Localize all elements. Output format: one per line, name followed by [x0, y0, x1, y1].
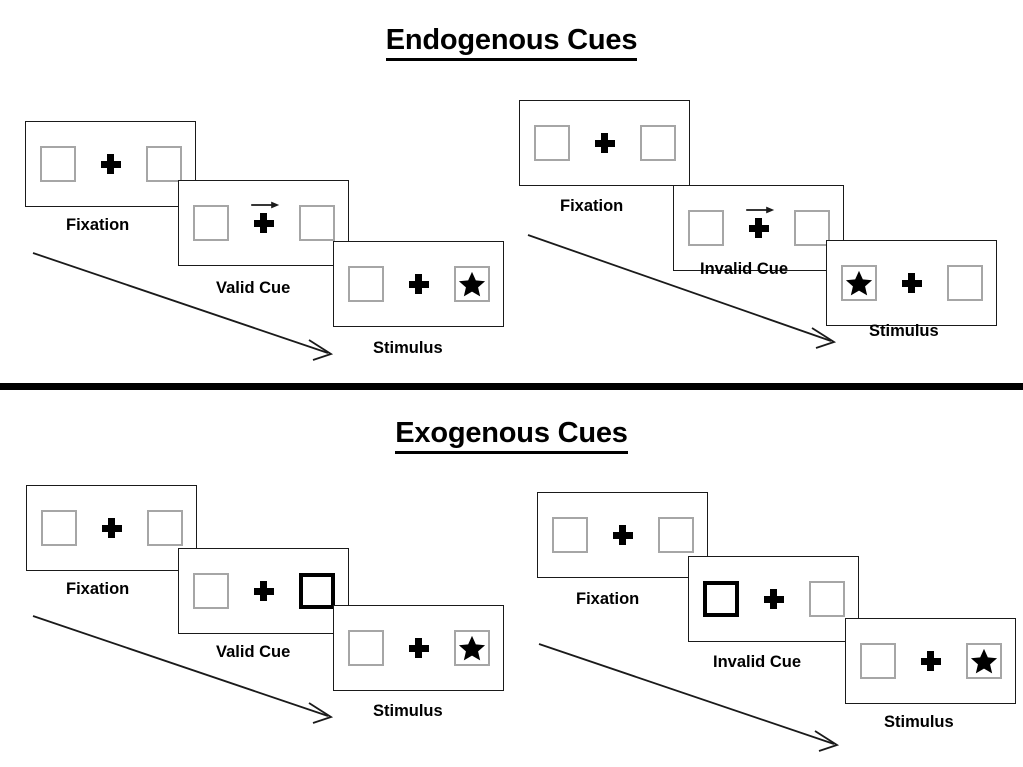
trial-frame-valid-cue — [178, 548, 349, 634]
placeholder-box-right — [657, 517, 694, 553]
frame-caption-fixation: Fixation — [560, 197, 624, 215]
fixation-cross-icon — [408, 638, 429, 658]
fixation-cross-wrap — [250, 201, 279, 243]
arrow-cue-right-icon — [745, 206, 774, 214]
placeholder-box-left — [192, 573, 229, 609]
fixation-cross-wrap — [99, 508, 125, 548]
frame-caption-stimulus: Stimulus — [884, 713, 954, 731]
fixation-cross-icon — [763, 589, 784, 609]
frame-caption-invalid-cue: Invalid Cue — [713, 653, 802, 671]
fixation-cross-icon — [920, 651, 941, 671]
cued-box-right — [298, 573, 335, 609]
fixation-cross-wrap — [406, 628, 432, 668]
placeholder-box-right — [793, 210, 830, 246]
trial-frame-stimulus — [845, 618, 1016, 704]
placeholder-box-right — [946, 265, 983, 301]
fixation-cross-icon — [253, 213, 274, 233]
section-title-endogenous: Endogenous Cues — [0, 24, 1023, 61]
placeholder-box-right — [808, 581, 845, 617]
placeholder-box-left — [40, 510, 77, 546]
frame-caption-stimulus: Stimulus — [373, 339, 443, 357]
placeholder-box-right — [298, 205, 335, 241]
placeholder-box-right — [146, 510, 183, 546]
trial-frame-stimulus — [333, 605, 504, 691]
fixation-cross-icon — [612, 525, 633, 545]
time-arrow-exogenous-right — [538, 643, 840, 752]
frame-caption-valid-cue: Valid Cue — [216, 279, 291, 297]
section-title-exogenous: Exogenous Cues — [0, 417, 1023, 454]
placeholder-box-right — [453, 266, 490, 302]
star-target-icon — [970, 648, 997, 674]
trial-frame-fixation — [26, 485, 197, 571]
frame-caption-stimulus: Stimulus — [869, 322, 939, 340]
fixation-cross-wrap — [918, 641, 944, 681]
section-divider — [0, 383, 1023, 390]
trial-frame-stimulus — [826, 240, 997, 326]
fixation-cross-wrap — [592, 123, 618, 163]
trial-frame-fixation — [537, 492, 708, 578]
frame-caption-valid-cue: Valid Cue — [216, 643, 291, 661]
frame-caption-fixation: Fixation — [576, 590, 640, 608]
fixation-cross-icon — [901, 273, 922, 293]
fixation-cross-wrap — [745, 206, 774, 248]
trial-frame-invalid-cue — [673, 185, 844, 271]
fixation-cross-icon — [253, 581, 274, 601]
trial-frame-fixation — [519, 100, 690, 186]
placeholder-box-right — [145, 146, 182, 182]
star-target-icon — [458, 271, 485, 297]
placeholder-box-left — [39, 146, 76, 182]
trial-frame-stimulus — [333, 241, 504, 327]
star-target-icon — [845, 270, 872, 296]
fixation-cross-wrap — [406, 264, 432, 304]
placeholder-box-right — [639, 125, 676, 161]
trial-frame-valid-cue — [178, 180, 349, 266]
fixation-cross-wrap — [251, 571, 277, 611]
cued-box-left — [702, 581, 739, 617]
frame-caption-fixation: Fixation — [66, 216, 130, 234]
section-title-exogenous-text: Exogenous Cues — [395, 417, 628, 454]
fixation-cross-wrap — [98, 144, 124, 184]
placeholder-box-left — [859, 643, 896, 679]
placeholder-box-left — [687, 210, 724, 246]
fixation-cross-icon — [408, 274, 429, 294]
section-title-endogenous-text: Endogenous Cues — [385, 24, 637, 61]
placeholder-box-left — [347, 266, 384, 302]
frame-caption-stimulus: Stimulus — [373, 702, 443, 720]
placeholder-box-left — [192, 205, 229, 241]
fixation-cross-wrap — [899, 263, 925, 303]
placeholder-box-right — [453, 630, 490, 666]
fixation-cross-icon — [100, 154, 121, 174]
placeholder-box-left — [347, 630, 384, 666]
star-target-icon — [458, 635, 485, 661]
placeholder-box-left — [551, 517, 588, 553]
fixation-cross-icon — [748, 218, 769, 238]
fixation-cross-icon — [101, 518, 122, 538]
arrow-cue-right-icon — [250, 201, 279, 209]
fixation-cross-wrap — [761, 579, 787, 619]
frame-caption-invalid-cue: Invalid Cue — [700, 260, 789, 278]
fixation-cross-wrap — [610, 515, 636, 555]
placeholder-box-left — [533, 125, 570, 161]
trial-frame-fixation — [25, 121, 196, 207]
fixation-cross-icon — [594, 133, 615, 153]
placeholder-box-left — [840, 265, 877, 301]
placeholder-box-right — [965, 643, 1002, 679]
trial-frame-invalid-cue — [688, 556, 859, 642]
frame-caption-fixation: Fixation — [66, 580, 130, 598]
